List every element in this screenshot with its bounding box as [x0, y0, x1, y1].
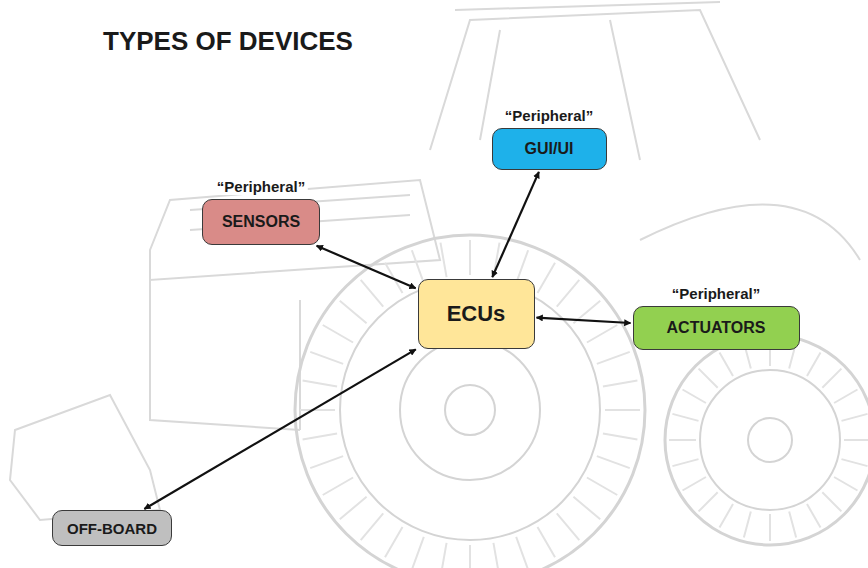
tire-tread [300, 240, 868, 568]
box-heading: “Peripheral” [502, 107, 596, 124]
connector-arrow [492, 172, 539, 277]
cab-roof [455, 2, 720, 10]
box-label: OFF-BOARD [67, 520, 157, 537]
box-heading: “Peripheral” [214, 178, 308, 195]
front-wheel [665, 335, 868, 545]
connector-arrow [536, 318, 630, 323]
sensor-box: “Peripheral”SENSORS [202, 199, 320, 245]
box-heading: “Peripheral” [669, 285, 763, 302]
connector-arrow [317, 246, 416, 288]
ecu-box: ECUs [418, 279, 535, 349]
tractor-outline [10, 2, 860, 520]
chassis [150, 280, 300, 430]
actuator-box: “Peripheral”ACTUATORS [633, 306, 800, 350]
front-weight [10, 395, 160, 520]
box-label: GUI/UI [525, 140, 574, 158]
box-label: ECUs [447, 301, 506, 327]
box-label: ACTUATORS [667, 319, 766, 337]
box-label: SENSORS [222, 213, 300, 231]
hood [150, 180, 440, 280]
fender [640, 204, 860, 260]
offboard-box: OFF-BOARD [52, 510, 172, 546]
diagram-title: TYPES OF DEVICES [100, 26, 356, 57]
rear-wheel [295, 235, 645, 568]
ui-box: “Peripheral”GUI/UI [492, 128, 607, 170]
connector-arrow [144, 349, 415, 509]
